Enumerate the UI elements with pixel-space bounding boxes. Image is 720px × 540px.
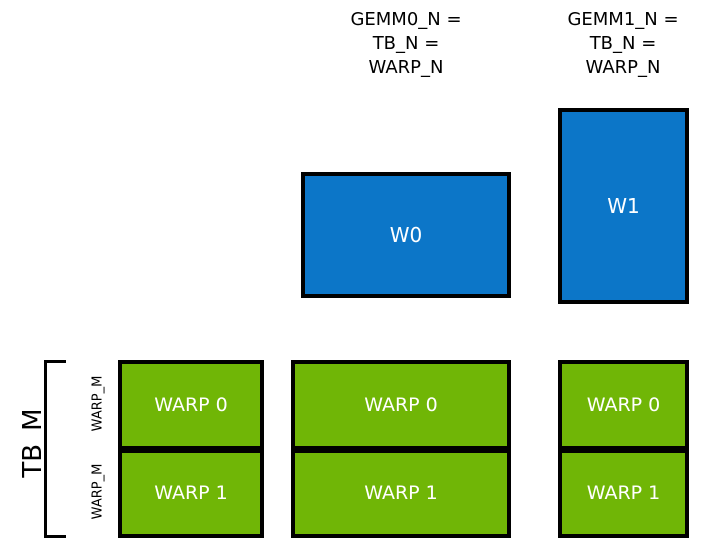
warp-row-middle-1[interactable]: WARP 1 xyxy=(291,449,511,538)
warp-row-middle-1-label: WARP 1 xyxy=(364,482,438,505)
warp-row-middle-0[interactable]: WARP 0 xyxy=(291,360,511,450)
tb-m-bracket xyxy=(44,360,66,538)
warp-tile-w0[interactable]: W0 xyxy=(301,172,511,298)
warp-m-label-lower: WARP_M xyxy=(90,463,106,520)
warp-row-left-0-label: WARP 0 xyxy=(154,393,228,416)
column-caption-gemm0: GEMM0_N = TB_N = WARP_N xyxy=(350,9,462,78)
warp-row-right-1-label: WARP 1 xyxy=(586,482,661,505)
warp-row-left-1-label: WARP 1 xyxy=(154,482,228,505)
warp-m-label-upper: WARP_M xyxy=(90,375,106,432)
warp-column-middle: WARP 0 WARP 1 xyxy=(291,360,511,538)
warp-tile-w1-label: W1 xyxy=(607,194,640,218)
warp-row-right-0[interactable]: WARP 0 xyxy=(558,360,689,450)
warp-tile-w1[interactable]: W1 xyxy=(558,108,689,304)
warp-column-left: WARP 0 WARP 1 xyxy=(118,360,264,538)
tb-m-label: TB_M xyxy=(18,408,48,478)
warp-row-left-0[interactable]: WARP 0 xyxy=(118,360,264,450)
column-caption-gemm1: GEMM1_N = TB_N = WARP_N xyxy=(567,9,679,78)
warp-row-left-1[interactable]: WARP 1 xyxy=(118,449,264,538)
warp-tile-w0-label: W0 xyxy=(389,223,423,247)
warp-row-right-1[interactable]: WARP 1 xyxy=(558,449,689,538)
warp-row-right-0-label: WARP 0 xyxy=(586,393,661,416)
warp-column-right: WARP 0 WARP 1 xyxy=(558,360,689,538)
warp-row-middle-0-label: WARP 0 xyxy=(364,393,438,416)
